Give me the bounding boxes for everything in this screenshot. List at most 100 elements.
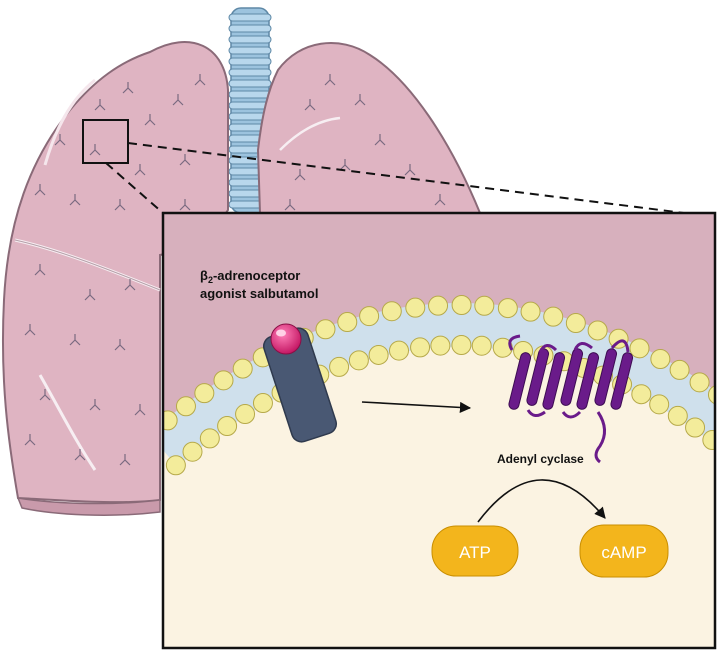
bronchiole-mark bbox=[84, 289, 96, 301]
enzyme-tail bbox=[594, 411, 606, 464]
bronchiole-mark bbox=[134, 164, 146, 176]
zoom-line-top bbox=[127, 142, 701, 216]
enzyme-helix bbox=[542, 352, 566, 410]
lung-fissure bbox=[38, 374, 97, 471]
lipid-head bbox=[689, 372, 710, 393]
lipid-head bbox=[389, 340, 410, 361]
enzyme-helix bbox=[576, 352, 600, 410]
bronchiole-mark bbox=[179, 199, 191, 211]
bronchiole-mark bbox=[114, 339, 126, 351]
membrane-tails bbox=[163, 303, 715, 467]
lipid-head bbox=[565, 313, 586, 334]
enzyme-helix bbox=[508, 352, 532, 410]
lipid-head bbox=[315, 319, 336, 340]
lipid-head bbox=[428, 295, 449, 316]
trachea-ring bbox=[228, 57, 272, 66]
lipid-head bbox=[217, 416, 238, 437]
bronchiole-mark bbox=[89, 399, 101, 411]
lipid-head bbox=[337, 312, 358, 333]
lipid-head bbox=[587, 320, 608, 341]
bronchiole-mark bbox=[179, 154, 191, 166]
bronchiole-mark bbox=[434, 194, 446, 206]
camp-pill: cAMP bbox=[579, 524, 669, 578]
bronchiole-mark bbox=[69, 194, 81, 206]
lipid-head bbox=[329, 356, 350, 377]
bronchiole-marks bbox=[24, 74, 446, 466]
bronchiole-mark bbox=[404, 164, 416, 176]
activation-arrow bbox=[361, 401, 472, 414]
lipid-head bbox=[471, 335, 492, 356]
cell-membrane-panel: ATP cAMP β2-adrenoceptor agonist salbuta… bbox=[161, 211, 717, 650]
bronchiole-mark bbox=[354, 94, 366, 106]
bronchiole-mark bbox=[39, 389, 51, 401]
agonist-line1-rest: -adrenoceptor bbox=[213, 268, 300, 283]
atp-label: ATP bbox=[459, 543, 491, 562]
bronchiole-mark bbox=[172, 94, 184, 106]
lipid-head bbox=[194, 383, 215, 404]
enzyme-loop bbox=[538, 344, 558, 353]
zoom-line-bottom bbox=[105, 162, 164, 214]
zoom-box bbox=[82, 119, 129, 164]
lipid-head bbox=[232, 358, 253, 379]
enzyme-helix bbox=[610, 352, 634, 410]
bronchiole-mark bbox=[114, 199, 126, 211]
lipid-head bbox=[707, 385, 715, 405]
bronchiole-mark bbox=[54, 134, 66, 146]
lipid-head bbox=[451, 295, 472, 316]
lipid-head bbox=[629, 338, 650, 359]
enzyme-loop bbox=[561, 410, 582, 419]
enzyme-helix bbox=[560, 348, 584, 406]
lipid-head bbox=[497, 298, 518, 319]
lipid-head bbox=[381, 301, 402, 322]
lipid-head bbox=[165, 455, 186, 476]
bronchiole-mark bbox=[134, 404, 146, 416]
lipid-head bbox=[608, 328, 629, 349]
camp-label: cAMP bbox=[601, 543, 646, 562]
lung-fissure bbox=[14, 239, 161, 291]
lipid-head bbox=[430, 335, 451, 356]
lipid-head bbox=[213, 370, 234, 391]
bronchiole-mark bbox=[89, 144, 101, 156]
enzyme-loop bbox=[610, 339, 630, 353]
right-lung bbox=[256, 42, 482, 214]
lipid-head bbox=[368, 344, 389, 365]
adenyl-cyclase-icon bbox=[508, 334, 634, 464]
trachea bbox=[228, 7, 272, 214]
enzyme-label: Adenyl cyclase bbox=[497, 452, 584, 466]
bronchiole-mark bbox=[304, 99, 316, 111]
enzyme-loop bbox=[508, 334, 521, 351]
bronchiole-mark bbox=[374, 134, 386, 146]
bronchiole-mark bbox=[24, 324, 36, 336]
lung-highlight bbox=[43, 78, 96, 166]
bronchiole-mark bbox=[24, 434, 36, 446]
lung-fissure bbox=[279, 116, 341, 151]
bronchiole-mark bbox=[294, 169, 306, 181]
bronchiole-mark bbox=[69, 334, 81, 346]
bronchiole-mark bbox=[119, 454, 131, 466]
bronchiole-mark bbox=[324, 74, 336, 86]
conversion-arrow bbox=[477, 479, 606, 523]
lipid-head bbox=[631, 384, 652, 405]
drug-highlight bbox=[276, 329, 286, 337]
subscript: 2 bbox=[208, 275, 213, 285]
trachea-ring bbox=[228, 90, 272, 99]
bronchiole-mark bbox=[94, 99, 106, 111]
lipid-head bbox=[649, 394, 670, 415]
lungs-illustration bbox=[1, 7, 482, 516]
salbutamol-molecule-icon bbox=[270, 323, 302, 355]
bronchiole-mark bbox=[74, 449, 86, 461]
panel-border bbox=[161, 211, 717, 650]
lipid-head bbox=[405, 297, 426, 318]
lipid-head bbox=[543, 306, 564, 327]
beta-symbol: β bbox=[200, 268, 208, 283]
lipid-head bbox=[235, 404, 256, 425]
lipid-head bbox=[667, 405, 688, 426]
lipid-head bbox=[669, 359, 690, 380]
lipid-head bbox=[163, 410, 178, 431]
trachea-ring bbox=[228, 46, 272, 55]
lipid-head bbox=[702, 430, 715, 451]
bronchiole-mark bbox=[34, 184, 46, 196]
trachea-ring bbox=[228, 13, 272, 22]
lipid-head bbox=[348, 350, 369, 371]
